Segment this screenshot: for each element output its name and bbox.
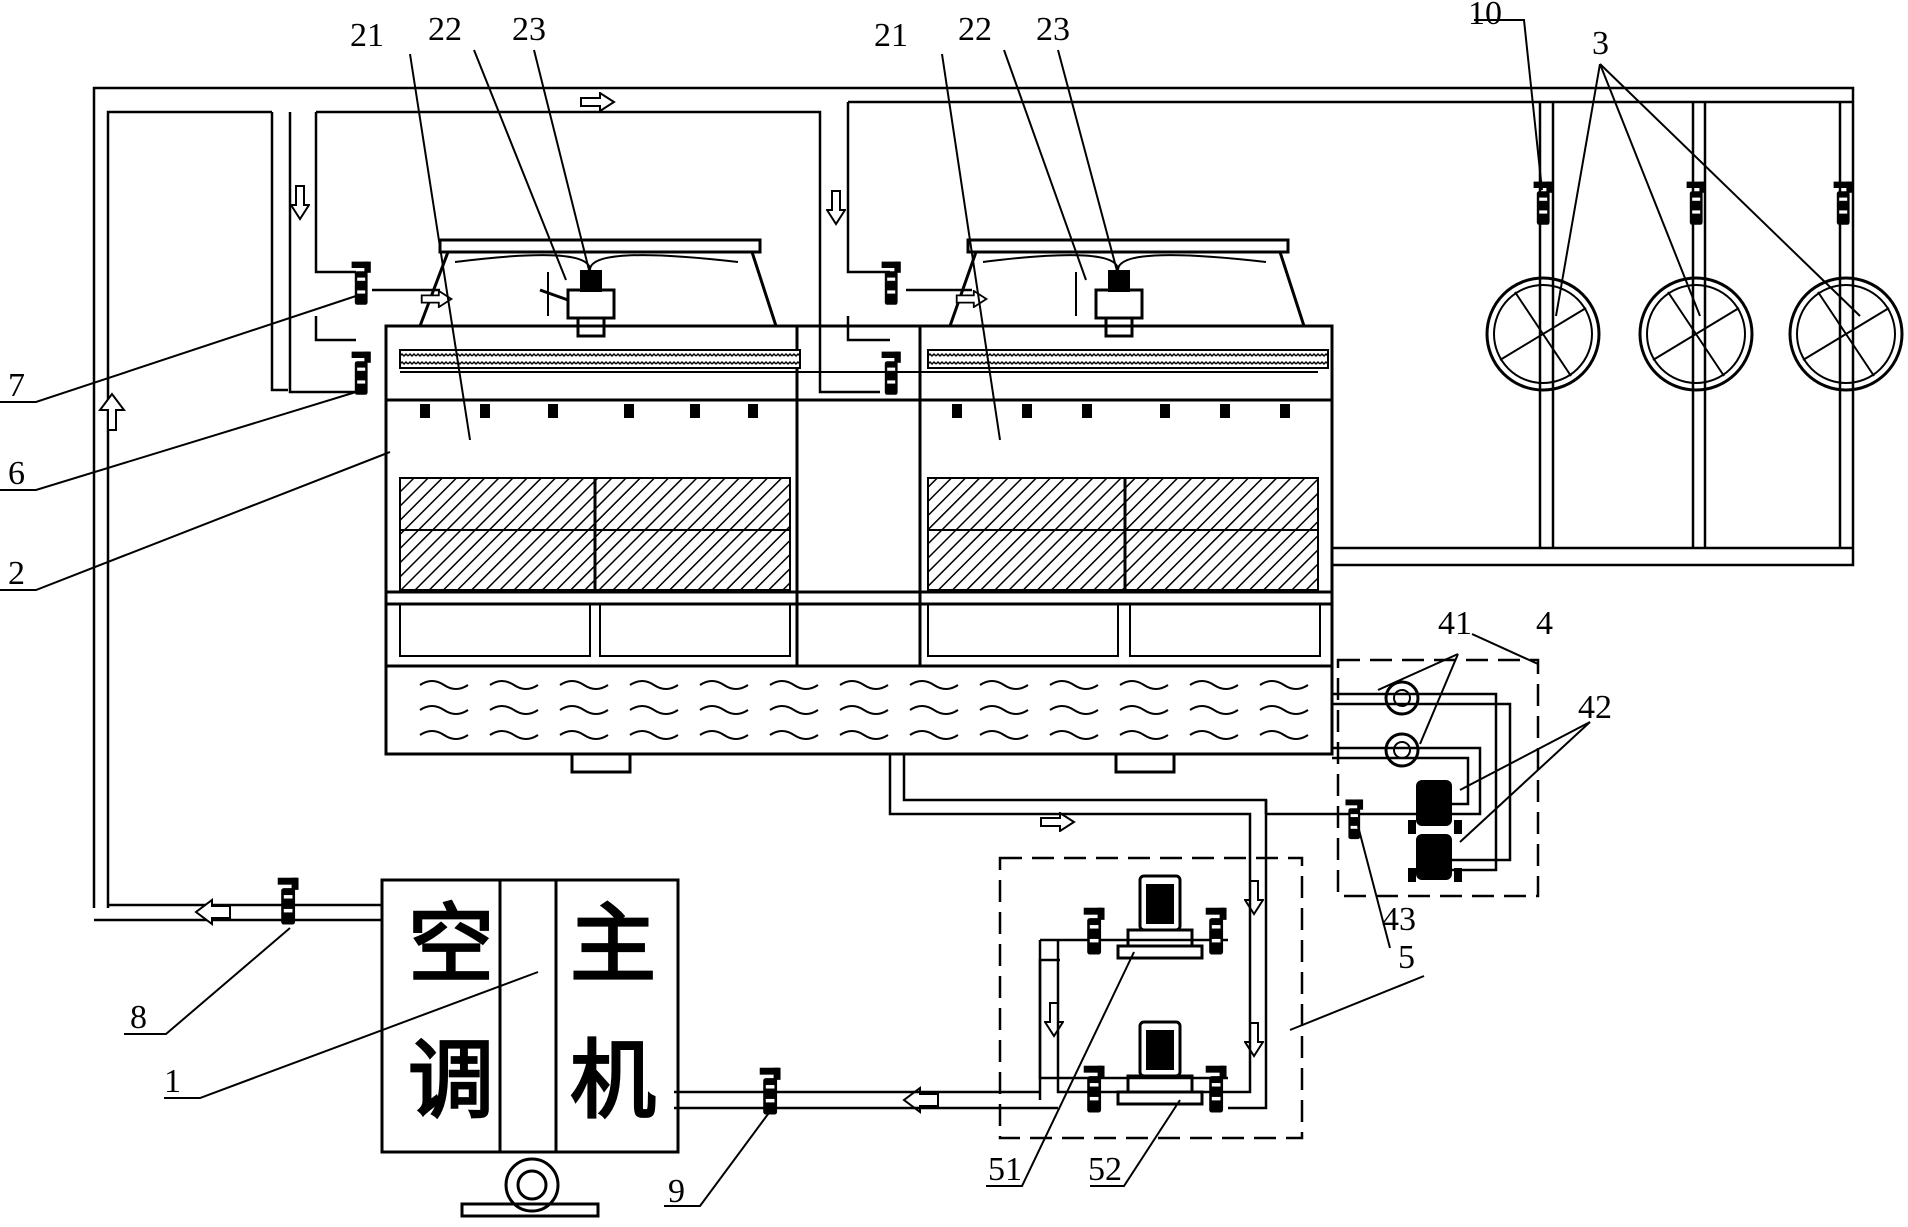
main-unit-char-2: 调 bbox=[408, 1031, 494, 1131]
label-51: 51 bbox=[988, 1151, 1022, 1188]
branch-valve-1 bbox=[1533, 181, 1553, 225]
label-10: 10 bbox=[1468, 0, 1502, 32]
label-9: 9 bbox=[668, 1173, 685, 1210]
main-unit-char-4: 机 bbox=[570, 1031, 656, 1131]
fan-stack-left bbox=[418, 238, 778, 338]
pump-51-outlet-valve bbox=[1205, 907, 1227, 955]
fan-coil-branches bbox=[1333, 102, 1853, 550]
label-22-left: 22 bbox=[428, 11, 462, 48]
fan-stack-right bbox=[948, 238, 1306, 338]
inlet-valve-upper-left bbox=[351, 261, 371, 305]
label-23-right: 23 bbox=[1036, 11, 1070, 48]
pump-piping bbox=[674, 754, 1268, 1110]
pump-52-outlet-valve bbox=[1205, 1065, 1227, 1113]
spray-feed-pipes bbox=[288, 100, 1853, 394]
spray-nozzles bbox=[386, 398, 1332, 418]
label-21-right: 21 bbox=[874, 17, 908, 54]
fan-coil-unit-1 bbox=[1485, 276, 1601, 392]
label-22-right: 22 bbox=[958, 11, 992, 48]
fan-coil-unit-3 bbox=[1788, 276, 1904, 392]
label-5: 5 bbox=[1398, 939, 1415, 976]
label-8: 8 bbox=[130, 999, 147, 1036]
label-23-left: 23 bbox=[512, 11, 546, 48]
label-2: 2 bbox=[8, 555, 25, 592]
flow-arrow-pump-down-3 bbox=[1044, 1002, 1064, 1037]
label-43: 43 bbox=[1382, 901, 1416, 938]
pump-51-inlet-valve bbox=[1083, 907, 1105, 955]
main-outlet-valve bbox=[277, 877, 299, 925]
flow-arrow-up-left bbox=[98, 392, 126, 431]
label-52: 52 bbox=[1088, 1151, 1122, 1188]
branch-valve-3 bbox=[1833, 181, 1853, 225]
return-pipe-loop bbox=[92, 86, 1855, 922]
cooling-tower-body bbox=[384, 324, 1334, 668]
pump-52-inlet-valve bbox=[1083, 1065, 1105, 1113]
flow-arrow-pump-down-1 bbox=[1244, 880, 1264, 915]
inlet-valve-upper-right bbox=[881, 261, 901, 305]
inlet-valve-lower-left bbox=[351, 351, 371, 395]
label-4: 4 bbox=[1536, 605, 1553, 642]
label-3: 3 bbox=[1592, 25, 1609, 62]
label-21-left: 21 bbox=[350, 17, 384, 54]
label-1: 1 bbox=[164, 1063, 181, 1100]
flow-arrow-mid-down bbox=[826, 190, 846, 225]
label-7: 7 bbox=[8, 367, 25, 404]
flow-arrow-top bbox=[580, 92, 615, 112]
water-basin bbox=[384, 664, 1334, 774]
flow-arrow-left-bottom bbox=[194, 898, 231, 926]
label-41: 41 bbox=[1438, 605, 1472, 642]
main-ac-unit: 空 调 主 机 bbox=[380, 878, 680, 1218]
main-unit-char-1: 空 bbox=[408, 895, 494, 995]
label-6: 6 bbox=[8, 455, 25, 492]
water-treatment-unit bbox=[1264, 658, 1540, 898]
main-unit-char-3: 主 bbox=[570, 895, 656, 995]
fan-coil-unit-2 bbox=[1638, 276, 1754, 392]
pump-station bbox=[998, 856, 1304, 1140]
inlet-valve-lower-right bbox=[881, 351, 901, 395]
flow-arrow-left-down bbox=[290, 185, 310, 220]
leader-lines bbox=[0, 19, 1861, 1207]
branch-valve-2 bbox=[1686, 181, 1706, 225]
flow-arrow-pump-down-2 bbox=[1244, 1022, 1264, 1057]
flow-arrow-supply bbox=[1040, 812, 1075, 832]
label-42: 42 bbox=[1578, 689, 1612, 726]
